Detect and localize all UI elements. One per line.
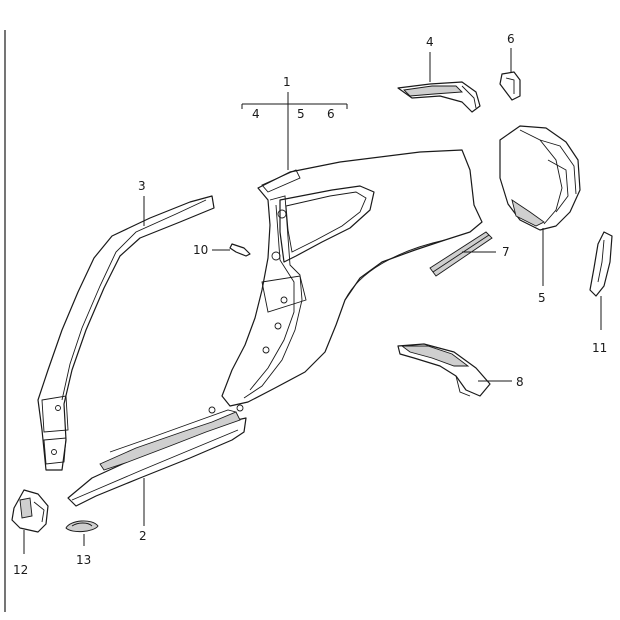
part-11-bracket	[589, 231, 613, 297]
label-1-sub-6: 6	[327, 107, 335, 121]
part-8-reinforcement	[397, 343, 491, 397]
part-4-bracket	[397, 81, 481, 113]
callout-11: 11	[592, 296, 607, 355]
label-1-sub-4: 4	[252, 107, 260, 121]
label-4: 4	[426, 35, 434, 49]
part-6-clip	[499, 71, 521, 101]
callout-4: 4	[426, 35, 434, 82]
label-2: 2	[139, 529, 147, 543]
callout-8: 8	[478, 375, 524, 389]
part-3-door-pillar	[37, 195, 215, 471]
label-6: 6	[507, 32, 515, 46]
callout-1: 1 4 5 6	[241, 75, 348, 170]
label-1-sub-5: 5	[297, 107, 305, 121]
callout-3: 3	[138, 179, 146, 226]
callout-12: 12	[13, 530, 28, 577]
part-13-grommet	[65, 520, 99, 533]
part-7-trim-strip	[429, 231, 493, 277]
label-5: 5	[538, 291, 546, 305]
label-8: 8	[516, 375, 524, 389]
callout-5: 5	[538, 228, 546, 305]
part-1-quarter-panel	[221, 149, 483, 407]
callout-7: 7	[462, 245, 510, 259]
part-12-box-bracket	[11, 489, 49, 533]
label-13: 13	[76, 553, 91, 567]
callout-6: 6	[507, 32, 515, 72]
label-12: 12	[13, 563, 28, 577]
label-11: 11	[592, 341, 607, 355]
label-1: 1	[283, 75, 291, 89]
callout-13: 13	[76, 534, 91, 567]
part-2-rocker-panel	[67, 404, 247, 507]
part-5-housing	[499, 125, 581, 231]
label-10: 10	[193, 243, 208, 257]
label-7: 7	[502, 245, 510, 259]
label-3: 3	[138, 179, 146, 193]
callout-10: 10	[193, 243, 230, 257]
callout-2: 2	[139, 478, 147, 543]
part-10-clip	[229, 243, 251, 257]
